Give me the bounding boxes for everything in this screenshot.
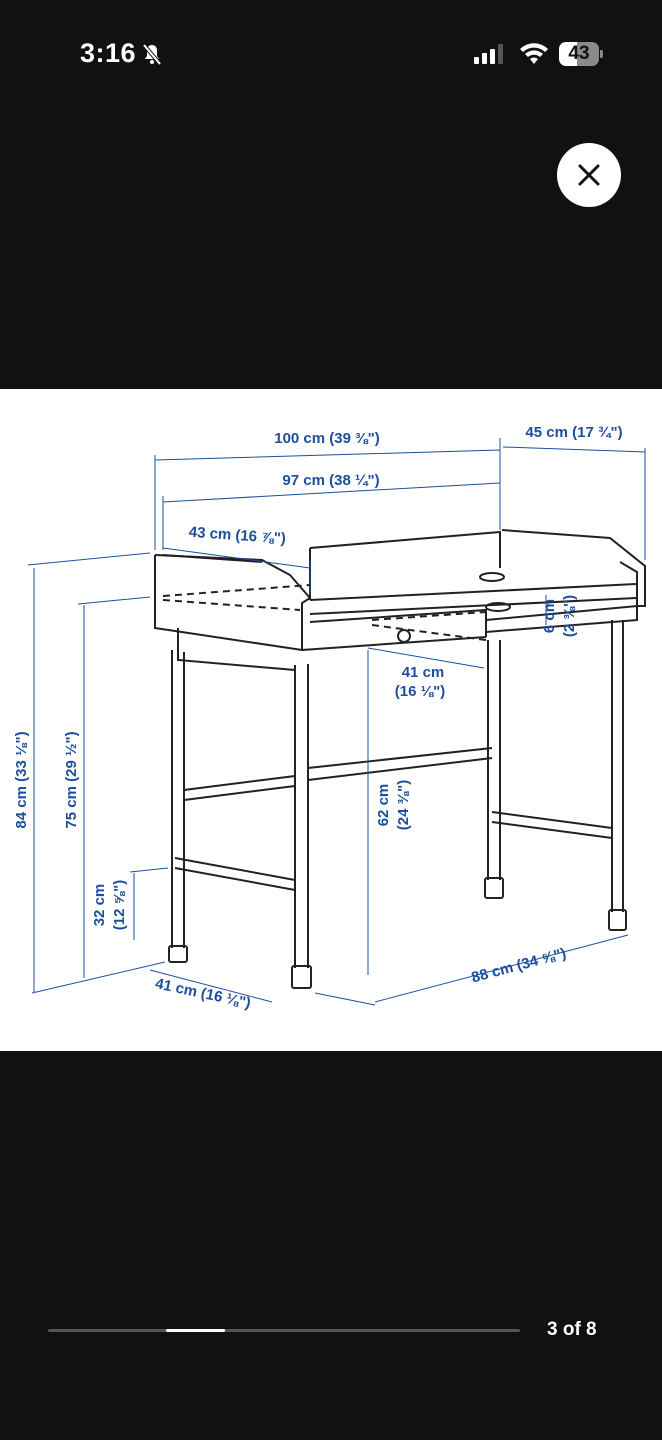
dim-shelf-width: 43 cm (16 ⅞") — [188, 524, 286, 548]
dim-base-depth: 41 cm (16 ⅛") — [154, 975, 253, 1012]
product-dimension-image[interactable]: 100 cm (39 ⅜") 45 cm (17 ¾") 97 cm (38 ¼… — [0, 389, 662, 1051]
dim-total-height: 84 cm (33 ⅛") — [13, 731, 30, 828]
cellular-signal-icon — [474, 44, 503, 64]
dim-legroom-in: (24 ⅜") — [395, 780, 412, 830]
gallery-scrubber[interactable] — [48, 1329, 520, 1332]
dim-drawer-height-in: (2 ⅜") — [561, 595, 578, 637]
dimension-lines — [27, 438, 646, 1006]
dim-total-depth: 45 cm (17 ¾") — [525, 424, 622, 441]
dim-drawer-width-cm: 41 cm — [402, 664, 445, 681]
dim-base-width: 88 cm (34 ⅝") — [470, 945, 568, 987]
image-counter: 3 of 8 — [547, 1319, 597, 1340]
dim-rail-height-in: (12 ⅝") — [111, 880, 128, 930]
status-bar: 3:16 43 — [0, 0, 662, 100]
bell-slash-icon — [142, 43, 162, 66]
dim-drawer-width-in: (16 ⅛") — [395, 683, 445, 700]
desk-dimension-diagram: 100 cm (39 ⅜") 45 cm (17 ¾") 97 cm (38 ¼… — [13, 424, 646, 1012]
battery-icon: 43 — [559, 42, 599, 66]
dim-inner-width: 97 cm (38 ¼") — [282, 472, 379, 489]
wifi-icon — [520, 43, 548, 64]
dim-top-height: 75 cm (29 ½") — [63, 731, 80, 828]
battery-tip — [600, 50, 603, 58]
dim-rail-height-cm: 32 cm — [91, 884, 108, 927]
desk-drawing — [154, 529, 646, 989]
dim-drawer-height-cm: 6 cm — [541, 599, 558, 633]
close-icon — [578, 164, 600, 186]
dim-total-width: 100 cm (39 ⅜") — [274, 430, 380, 447]
clock: 3:16 — [80, 38, 137, 68]
gallery-scrubber-thumb[interactable] — [166, 1329, 225, 1332]
close-button[interactable] — [557, 143, 621, 207]
dim-legroom-cm: 62 cm — [375, 784, 392, 827]
